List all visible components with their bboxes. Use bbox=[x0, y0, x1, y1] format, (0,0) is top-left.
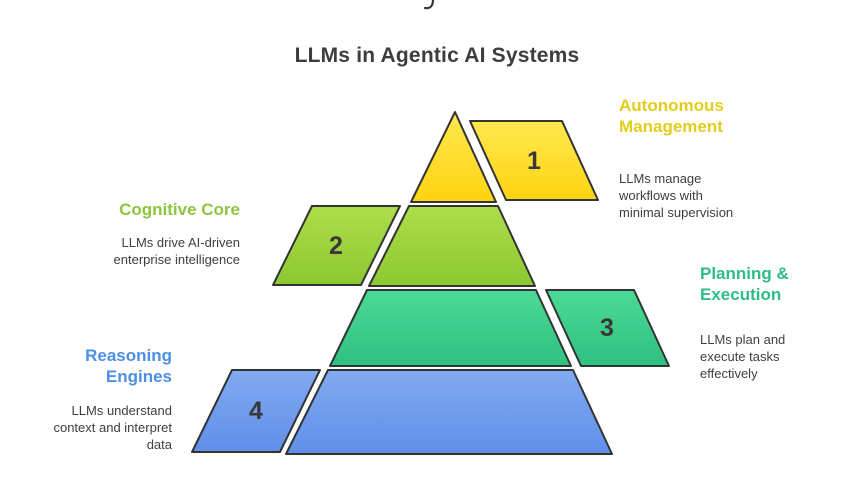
pyramid-level-1-tab bbox=[469, 120, 599, 201]
level-3-description: LLMs plan and execute tasks effectively bbox=[700, 332, 786, 382]
level-3-number: 3 bbox=[600, 314, 614, 342]
pyramid-level-3-band bbox=[329, 289, 572, 367]
level-1-description: LLMs manage workflows with minimal super… bbox=[619, 171, 734, 221]
level-2-description: LLMs drive AI-driven enterprise intellig… bbox=[113, 235, 240, 268]
level-4-description: LLMs understand context and interpret da… bbox=[53, 403, 172, 453]
level-3-heading: Planning & Execution bbox=[700, 264, 789, 305]
pyramid-level-3-tab bbox=[545, 289, 670, 367]
level-2-heading: Cognitive Core bbox=[119, 200, 240, 219]
cropped-glyph-artifact bbox=[423, 0, 435, 10]
pyramid-level-4-band bbox=[285, 369, 613, 455]
level-1-number: 1 bbox=[527, 147, 541, 175]
level-4-heading: Reasoning Engines bbox=[85, 346, 172, 387]
pyramid-level-1-band bbox=[410, 111, 497, 203]
level-4-number: 4 bbox=[249, 397, 263, 425]
diagram-title: LLMs in Agentic AI Systems bbox=[294, 44, 580, 67]
level-2-number: 2 bbox=[329, 232, 343, 260]
level-1-heading: Autonomous Management bbox=[619, 96, 724, 137]
pyramid-level-4-tab bbox=[191, 369, 321, 453]
pyramid-level-2-band bbox=[368, 205, 536, 287]
pyramid-level-2-tab bbox=[272, 205, 401, 286]
